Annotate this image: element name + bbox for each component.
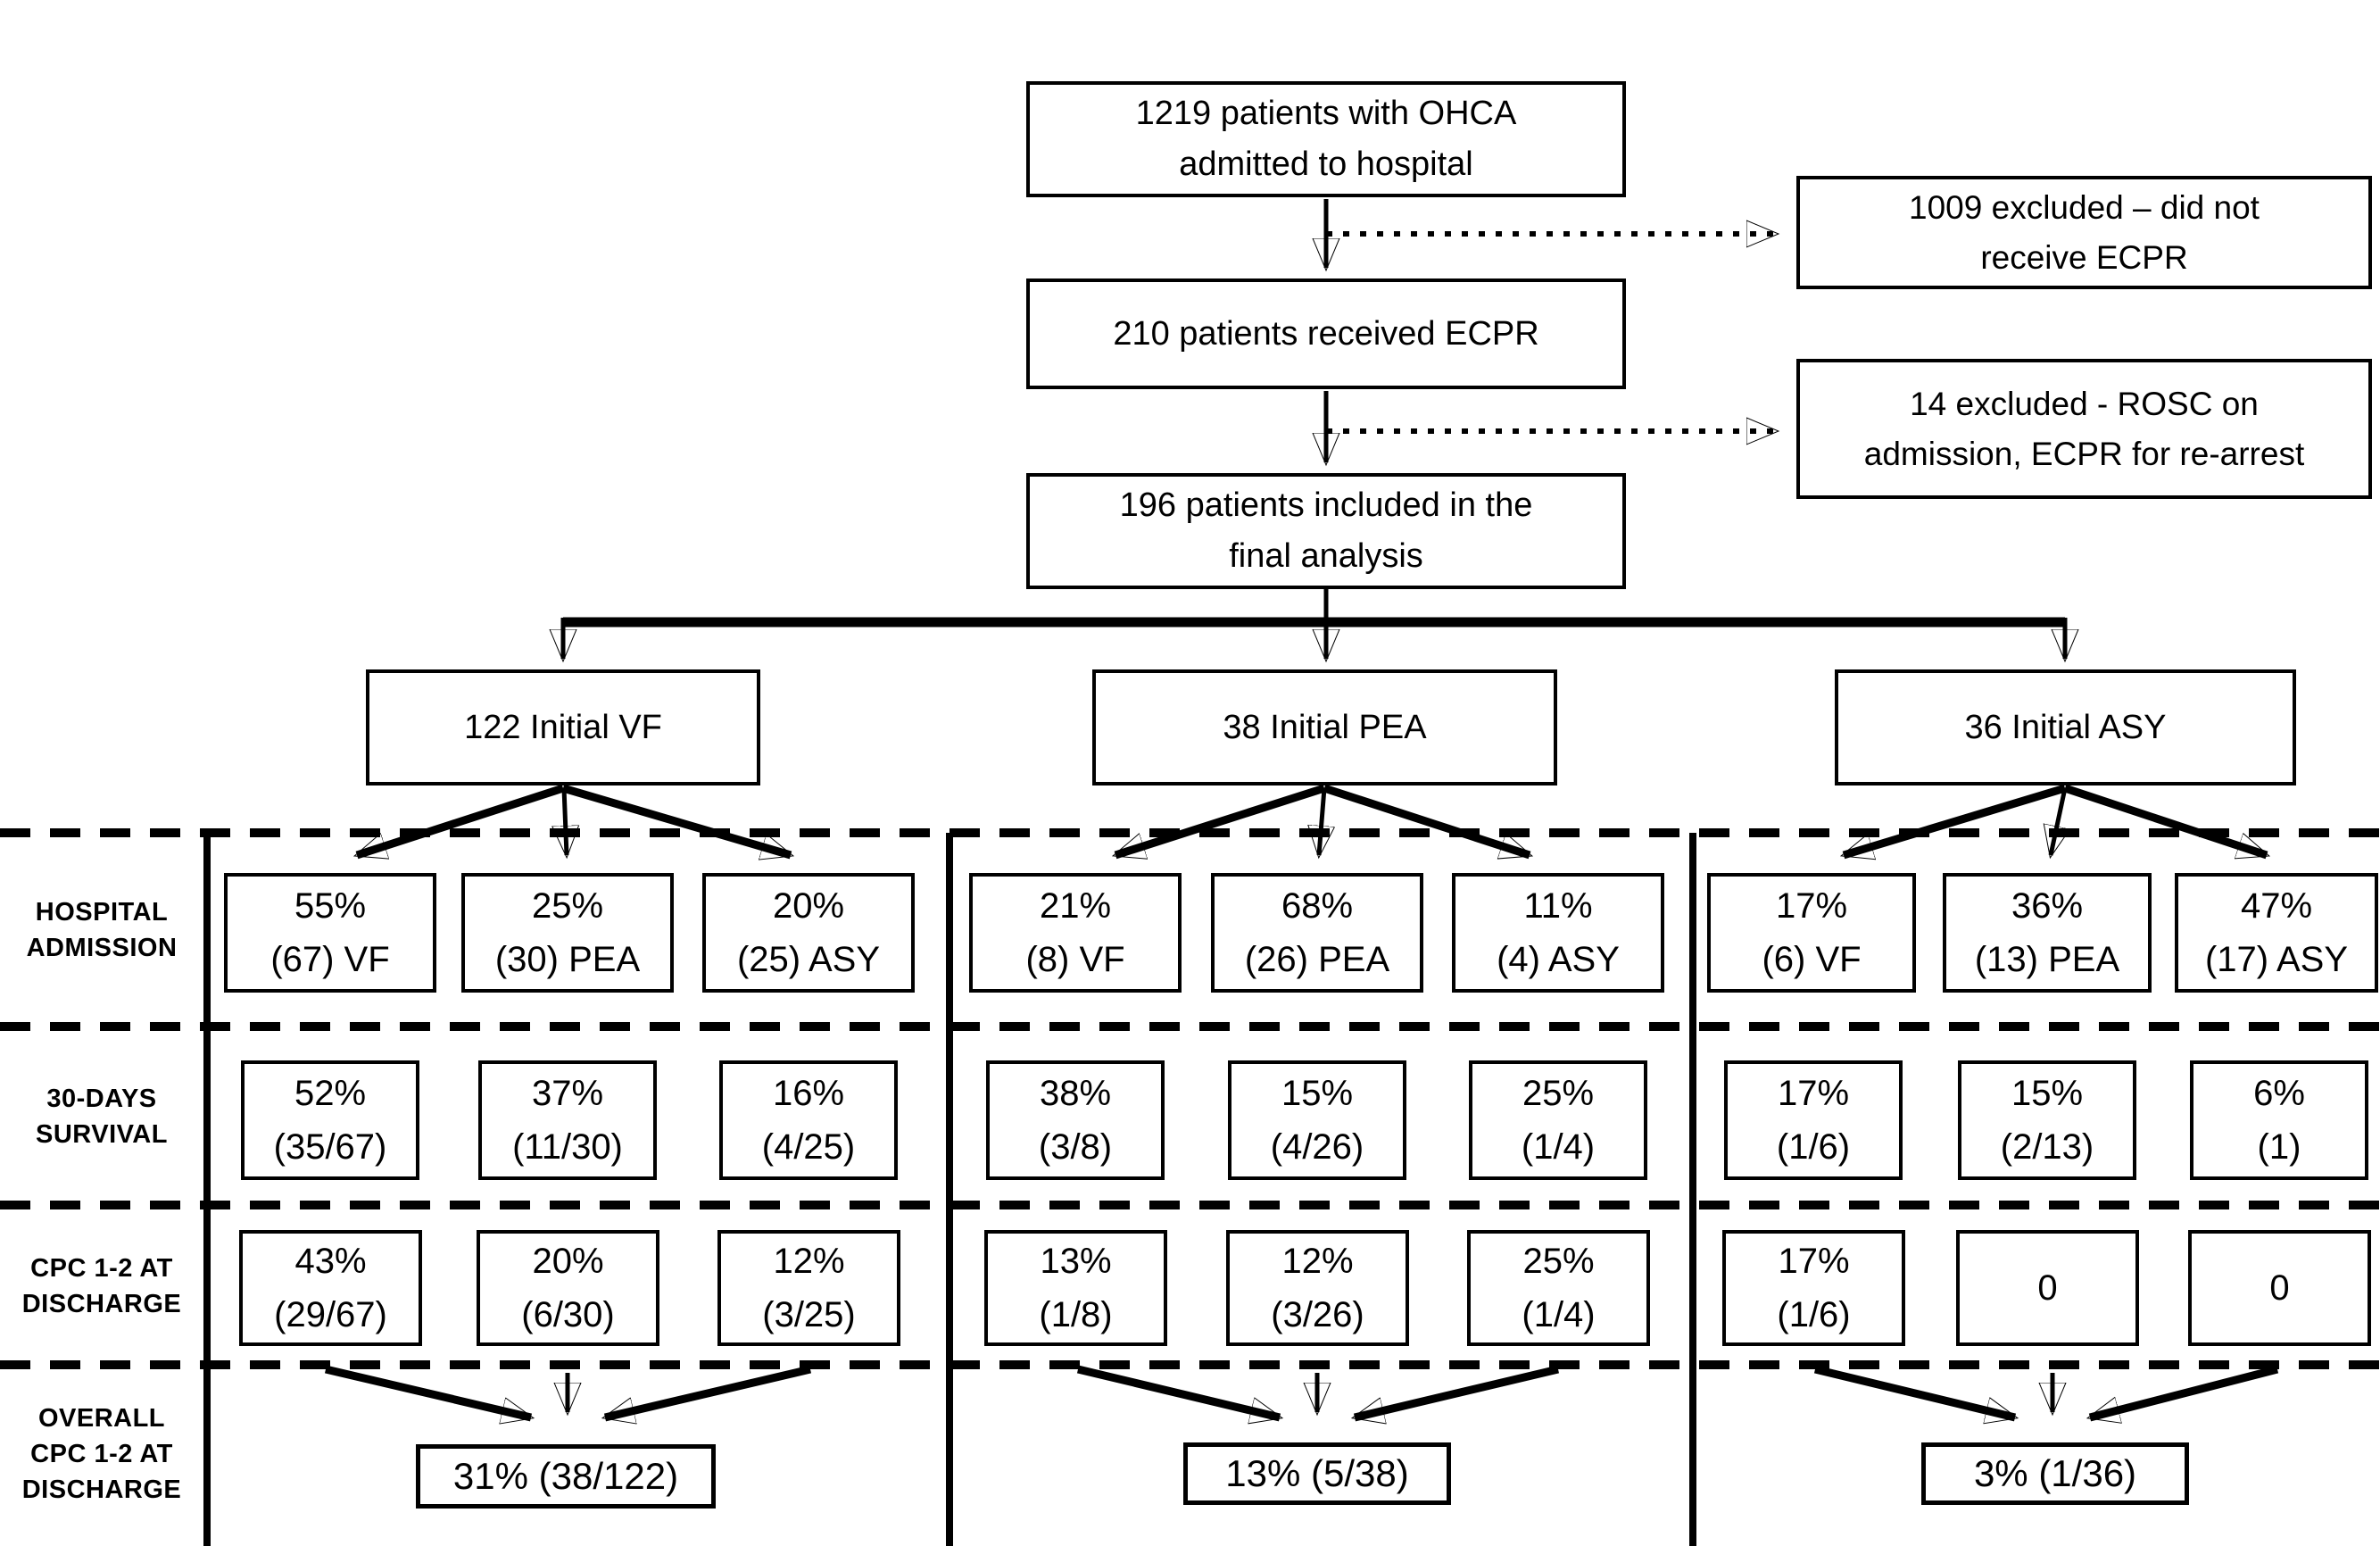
cell-asy-cpc-3: 0 (2188, 1230, 2371, 1346)
cell-pea-admission-pea: 68% (26) PEA (1211, 873, 1423, 993)
box-excluded-rosc: 14 excluded - ROSC on admission, ECPR fo… (1796, 359, 2372, 499)
fan-pea-center (1319, 787, 1324, 855)
converge-vf-right (605, 1365, 812, 1417)
cell-asy-admission-vf: 17% (6) VF (1707, 873, 1916, 993)
fan-pea-right (1323, 784, 1530, 855)
box-admitted: 1219 patients with OHCA admitted to hosp… (1026, 81, 1626, 197)
row-label-overall-cpc: OVERALL CPC 1-2 AT DISCHARGE (21, 1404, 182, 1505)
cell-pea-cpc-1: 13% (1/8) (984, 1230, 1167, 1346)
overall-pea: 13% (5/38) (1183, 1442, 1451, 1505)
fan-vf-center (564, 787, 567, 855)
cell-asy-survival-3: 6% (1) (2190, 1060, 2368, 1180)
cell-vf-admission-asy: 20% (25) ASY (702, 873, 915, 993)
fan-asy-center (2051, 787, 2065, 855)
row-label-cpc-discharge: CPC 1-2 AT DISCHARGE (21, 1254, 182, 1319)
converge-asy-left (1813, 1365, 2015, 1417)
cell-vf-cpc-1: 43% (29/67) (239, 1230, 422, 1346)
dashed-separator-2 (0, 1022, 2380, 1031)
cell-pea-survival-2: 15% (4/26) (1228, 1060, 1406, 1180)
cell-asy-survival-1: 17% (1/6) (1724, 1060, 1903, 1180)
fan-vf-left (357, 784, 565, 855)
overall-asy: 3% (1/36) (1921, 1442, 2189, 1505)
cell-asy-admission-pea: 36% (13) PEA (1943, 873, 2152, 993)
dashed-separator-4 (0, 1360, 2380, 1369)
cell-asy-admission-asy: 47% (17) ASY (2175, 873, 2378, 993)
cell-vf-cpc-3: 12% (3/25) (717, 1230, 900, 1346)
dashed-separator-3 (0, 1201, 2380, 1209)
row-label-30-days-survival: 30-DAYS SURVIVAL (36, 1085, 168, 1150)
cell-asy-survival-2: 15% (2/13) (1958, 1060, 2136, 1180)
converge-pea-right (1355, 1365, 1560, 1417)
fan-vf-right (561, 784, 791, 855)
converge-pea-left (1076, 1365, 1280, 1417)
cell-vf-admission-pea: 25% (30) PEA (461, 873, 674, 993)
box-received-ecpr: 210 patients received ECPR (1026, 278, 1626, 389)
cell-pea-cpc-3: 25% (1/4) (1467, 1230, 1650, 1346)
cell-vf-survival-3: 16% (4/25) (719, 1060, 898, 1180)
cell-vf-survival-2: 37% (11/30) (478, 1060, 657, 1180)
branch-initial-vf: 122 Initial VF (366, 669, 760, 785)
cell-pea-cpc-2: 12% (3/26) (1226, 1230, 1409, 1346)
cell-asy-cpc-2: 0 (1956, 1230, 2139, 1346)
cell-pea-survival-1: 38% (3/8) (986, 1060, 1165, 1180)
label-column-divider (203, 833, 211, 1546)
cell-pea-admission-vf: 21% (8) VF (969, 873, 1182, 993)
cell-pea-survival-3: 25% (1/4) (1469, 1060, 1647, 1180)
branch-initial-pea: 38 Initial PEA (1092, 669, 1557, 785)
box-excluded-no-ecpr: 1009 excluded – did not receive ECPR (1796, 176, 2372, 289)
cell-vf-admission-vf: 55% (67) VF (224, 873, 436, 993)
branch-initial-asy: 36 Initial ASY (1835, 669, 2296, 785)
converge-asy-right (2090, 1365, 2279, 1417)
overall-vf: 31% (38/122) (416, 1444, 716, 1509)
converge-vf-left (324, 1365, 531, 1417)
pea-asy-divider (1689, 833, 1696, 1546)
box-final-analysis: 196 patients included in the final analy… (1026, 473, 1626, 589)
cell-vf-cpc-2: 20% (6/30) (477, 1230, 659, 1346)
cell-vf-survival-1: 52% (35/67) (241, 1060, 419, 1180)
fan-asy-left (1844, 784, 2067, 855)
row-label-hospital-admission: HOSPITAL ADMISSION (26, 898, 178, 963)
cell-asy-cpc-1: 17% (1/6) (1722, 1230, 1905, 1346)
cell-pea-admission-asy: 11% (4) ASY (1452, 873, 1664, 993)
fan-pea-left (1115, 784, 1326, 855)
fan-asy-right (2063, 784, 2267, 855)
vf-pea-divider (946, 833, 953, 1546)
